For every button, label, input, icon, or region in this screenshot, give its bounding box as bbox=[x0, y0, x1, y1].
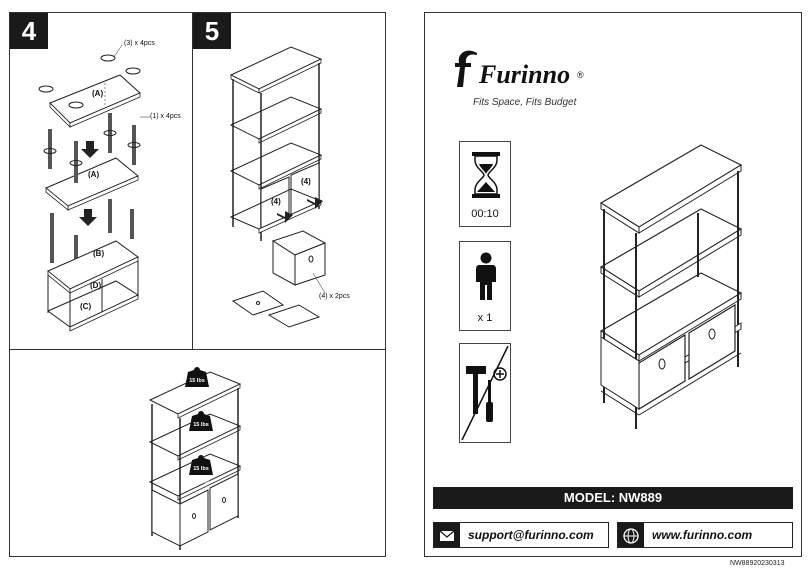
weight-limit-middle-shelf: 15 lbs (6.8kg) bbox=[188, 410, 214, 441]
step-4-label-c: (C) bbox=[80, 302, 92, 311]
weight-icon bbox=[189, 455, 213, 475]
weight-icon bbox=[185, 367, 209, 387]
document-code: NW88920230313 bbox=[730, 560, 785, 567]
hourglass-icon bbox=[472, 152, 500, 198]
step-4-label-top-board: (A) bbox=[92, 89, 104, 98]
weight-limit-kg: (6.8kg) bbox=[188, 391, 206, 397]
no-tools-box bbox=[459, 343, 511, 443]
brand-tagline: Fits Space, Fits Budget bbox=[473, 97, 577, 108]
weight-limit-kg: (6.8kg) bbox=[192, 435, 210, 441]
person-count-box: x 1 bbox=[459, 241, 511, 331]
support-email-text: support@furinno.com bbox=[468, 528, 594, 542]
person-icon bbox=[476, 252, 496, 300]
website-text: www.furinno.com bbox=[652, 528, 753, 542]
brand-logo-icon bbox=[455, 50, 477, 87]
cover-panel: Furinno ® Fits Space, Fits Budget 00:10 … bbox=[424, 12, 802, 557]
step-4-number: 4 bbox=[10, 13, 48, 49]
step-4-panel: 4 bbox=[9, 12, 193, 350]
load-capacity-panel: 15 lbs (6.8kg) 15 lbs (6.8kg) 15 lbs (6.8kg… bbox=[9, 349, 386, 557]
website-link[interactable]: www.furinno.com bbox=[617, 522, 793, 548]
step-5-panel: 5 (4) (4) (4) x 2pcs bbox=[192, 12, 386, 350]
step-4-callout-caps: (3) x 4pcs bbox=[124, 40, 155, 47]
step-5-bin-label-left: (4) bbox=[271, 197, 281, 206]
no-tools-icon bbox=[461, 345, 509, 441]
step-4-label-b: (B) bbox=[93, 249, 105, 258]
step-5-number: 5 bbox=[193, 13, 231, 49]
weight-limit-lbs: 15 lbs bbox=[193, 466, 209, 472]
step-5-illustration bbox=[229, 46, 327, 328]
step-4-illustration bbox=[38, 44, 150, 332]
brand-name: Furinno bbox=[479, 60, 571, 89]
weight-limit-lbs: 15 lbs bbox=[189, 378, 205, 384]
support-email[interactable]: support@furinno.com bbox=[433, 522, 609, 548]
step-5-bin-label-right: (4) bbox=[301, 177, 311, 186]
step-4-label-middle-board: (A) bbox=[88, 170, 100, 179]
product-illustration bbox=[599, 144, 743, 429]
globe-icon bbox=[623, 528, 639, 544]
person-count-label: x 1 bbox=[477, 312, 493, 324]
step-5-callout-bins: (4) x 2pcs bbox=[319, 293, 350, 300]
step-4-callout-poles: (1) x 4pcs bbox=[150, 113, 181, 120]
registered-mark: ® bbox=[577, 70, 584, 80]
weight-limit-kg: (6.8kg) bbox=[192, 479, 210, 485]
weight-icon bbox=[189, 411, 213, 431]
step-4-label-d: (D) bbox=[90, 281, 102, 290]
assembly-time-label: 00:10 bbox=[471, 208, 499, 220]
model-number-bar: MODEL: NW889 bbox=[433, 487, 793, 509]
assembly-time-box: 00:10 bbox=[459, 141, 511, 227]
weight-limit-top-shelf: 15 lbs (6.8kg) bbox=[184, 366, 210, 397]
envelope-icon bbox=[439, 530, 455, 541]
weight-limit-lower-shelf: 15 lbs (6.8kg) bbox=[188, 454, 214, 485]
weight-limit-lbs: 15 lbs bbox=[193, 422, 209, 428]
